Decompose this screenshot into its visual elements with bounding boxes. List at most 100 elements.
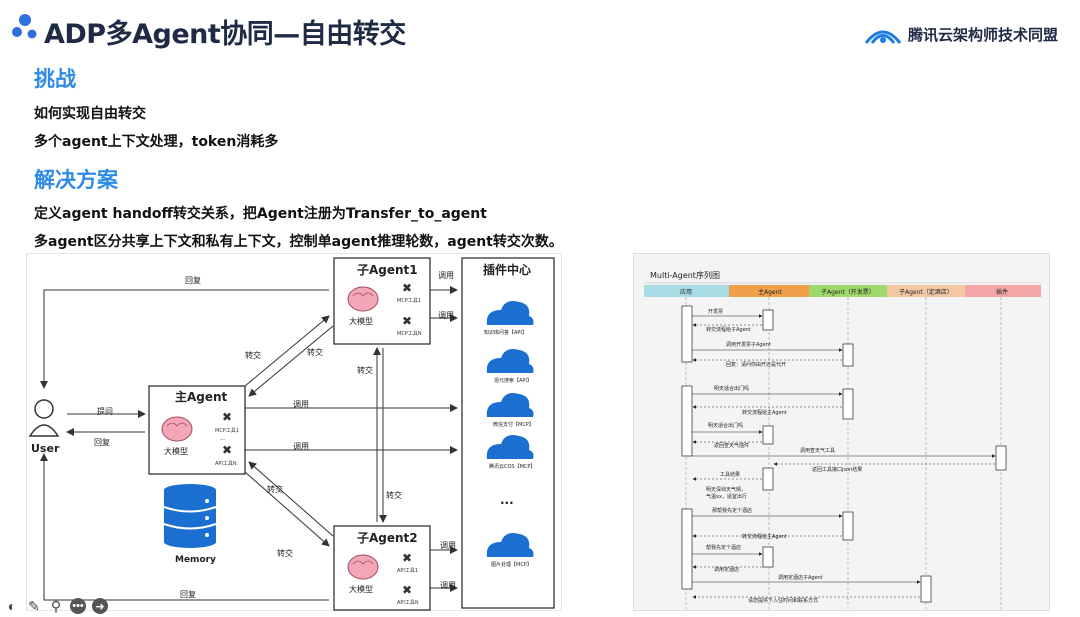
column-label: 子Agent（定酒店） (899, 288, 953, 296)
plugin-label: 图片处理【MCP】 (491, 561, 532, 568)
tools-icon: ✖ (402, 281, 412, 295)
message-label: 返回查天气插件 (714, 442, 749, 449)
call-label: 调用 (440, 581, 456, 590)
sequence-title: Multi-Agent序列图 (650, 270, 720, 280)
transfer-label: 转交 (357, 365, 373, 375)
plugin-label: 知识库问答【API】 (484, 329, 527, 336)
tools-icon: ✖ (402, 583, 412, 597)
solution-heading: 解决方案 (34, 168, 118, 192)
message-label: 开发票 (708, 308, 723, 315)
sub-agent2-tool2: API工具N (397, 600, 419, 606)
message-label: 明天适合出门吗 (708, 422, 743, 429)
tools-icon: ✖ (222, 410, 232, 424)
plugin-label: 腾讯云COS【MCP】 (489, 463, 535, 470)
sub-agent1-model: 大模型 (349, 316, 373, 326)
solution-item: 多agent区分共享上下文和私有上下文，控制单agent推理轮数，agent转交… (34, 234, 563, 250)
column-header (809, 285, 887, 297)
message-label: 那帮我先定个酒店 (712, 507, 752, 514)
presentation-toolbar: ◐ ✎ ⚲ ••• ➜ (0, 596, 112, 616)
tools-icon: ✖ (402, 551, 412, 565)
sequence-header: 应用 主Agent 子Agent（开发票） 子Agent（定酒店） 插件 (644, 285, 1041, 297)
main-agent-tool2: API工具N (215, 461, 237, 467)
plugin-cloud-icon (486, 435, 534, 459)
message-label: 气温xx，适宜出行 (706, 493, 747, 500)
reply-label: 回复 (94, 437, 110, 447)
architecture-diagram: User 主Agent 大模型 ✖ MCP工具1 ... ✖ API工具N 子A… (26, 253, 562, 611)
main-agent-ellipsis: ... (220, 435, 226, 442)
transfer-label: 转交 (245, 350, 261, 360)
plugin-cloud-icon (486, 393, 534, 417)
message-label: 工具结果 (720, 471, 740, 478)
column-label: 子Agent（开发票） (821, 288, 875, 296)
main-agent-model: 大模型 (164, 446, 188, 456)
column-header (965, 285, 1041, 297)
message-label: 转交流程给主Agent (742, 409, 787, 416)
message-label: 调用开发票子Agent (726, 341, 771, 348)
tools-icon: ✖ (222, 443, 232, 457)
next-icon[interactable]: ➜ (92, 598, 108, 614)
call-label: 调用 (438, 311, 454, 320)
pen-icon[interactable]: ✎ (28, 597, 40, 614)
activations (681, 305, 1007, 603)
main-agent-title: 主Agent (175, 389, 228, 404)
message-label: 请您提供下入住时间和联系方式 (748, 597, 818, 604)
sub-agent2-tool1: API工具1 (397, 568, 418, 574)
page-title: ADP多Agent协同—自由转交 (44, 19, 406, 50)
sub-agent2-title: 子Agent2 (357, 531, 418, 545)
messages (692, 314, 996, 599)
sequence-diagram: Multi-Agent序列图 应用 主Agent 子Agent（开发票） 子Ag… (633, 253, 1050, 611)
message-label: 调用定酒店 (714, 566, 739, 573)
column-header (729, 285, 809, 297)
message-label: 转交流程给子Agent (706, 326, 751, 333)
column-label: 插件 (996, 288, 1008, 296)
adp-logo-icon (12, 14, 37, 39)
transfer-label: 转交 (386, 490, 402, 500)
memory-database-icon (163, 484, 217, 548)
ask-label: 提问 (97, 406, 113, 416)
reply-label: 回复 (180, 589, 196, 599)
plugin-cloud-icon (486, 533, 534, 557)
flow-arrows (40, 286, 458, 601)
call-label: 调用 (438, 271, 454, 280)
more-icon[interactable]: ••• (70, 598, 86, 614)
call-label: 调用 (440, 541, 456, 550)
solution-item: 定义agent handoff转交关系，把Agent注册为Transfer_to… (34, 206, 487, 222)
sub-agent2-model: 大模型 (349, 584, 373, 594)
challenge-item: 多个agent上下文处理，token消耗多 (34, 134, 279, 150)
message-label: 转交流程给主Agent (742, 533, 787, 540)
challenge-item: 如何实现自由转交 (34, 106, 146, 122)
plugin-center-title: 插件中心 (483, 262, 531, 277)
tools-icon: ✖ (402, 314, 412, 328)
message-label: 明天深圳天气晴， (706, 486, 746, 493)
memory-label: Memory (175, 555, 216, 565)
reply-label: 回复 (185, 275, 201, 285)
column-header (887, 285, 965, 297)
transfer-label: 转交 (277, 548, 293, 558)
challenge-heading: 挑战 (34, 67, 76, 91)
brain-icon (161, 416, 193, 442)
message-label: 帮我先定个酒店 (706, 544, 741, 551)
message-label: 回复：请问你由开还是代开 (726, 361, 786, 368)
brand-text: 腾讯云架构师技术同盟 (907, 26, 1058, 44)
call-label: 调用 (293, 400, 309, 409)
user-icon (28, 399, 60, 437)
transfer-label: 转交 (307, 347, 323, 357)
message-label: 调用定酒店子Agent (778, 574, 823, 581)
brand: 腾讯云架构师技术同盟 (864, 24, 1058, 45)
plugin-cloud-icon (486, 301, 534, 325)
message-label: 明天适合出门吗 (714, 385, 749, 392)
zoom-icon[interactable]: ⚲ (50, 597, 62, 614)
sub-agent1-tool2: MCP工具N (397, 331, 422, 337)
brain-icon (347, 286, 379, 312)
column-label: 应用 (680, 288, 692, 296)
plugin-label: 混元搜索【API】 (494, 377, 532, 384)
pointer-icon[interactable]: ◐ (7, 598, 17, 614)
call-label: 调用 (293, 442, 309, 451)
plugin-ellipsis: ... (500, 493, 514, 507)
plugin-cloud-icon (486, 349, 534, 373)
column-label: 主Agent (758, 288, 782, 296)
message-label: 调用查天气工具 (800, 447, 835, 454)
sub-agent1-title: 子Agent1 (357, 263, 418, 277)
message-label: 返回工具接口json结果 (812, 466, 862, 473)
sub-agent1-tool1: MCP工具1 (397, 298, 421, 304)
